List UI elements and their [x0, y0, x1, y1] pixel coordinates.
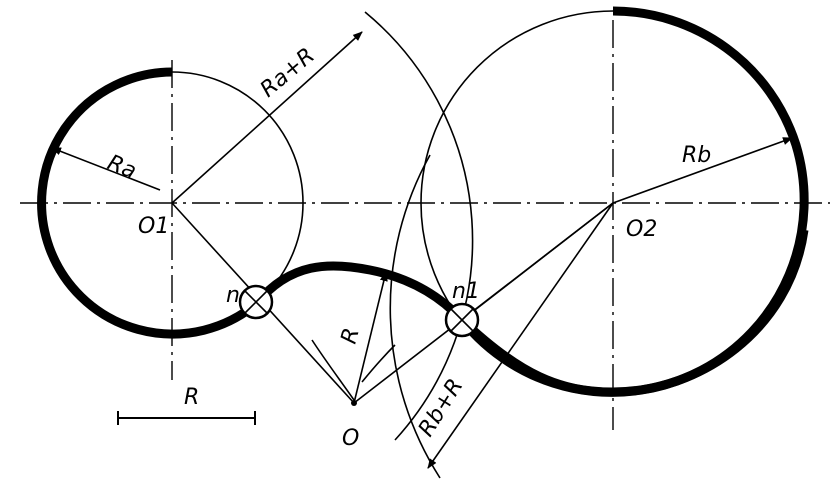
thick-arc-o1 — [37, 67, 259, 339]
thick-connecting-arc — [252, 261, 466, 324]
arc-tick-near-o — [311, 339, 355, 401]
tangent-point-n1-cross-2 — [450, 308, 474, 332]
line-o2-to-n1 — [461, 202, 614, 321]
label-ra-plus-r: Ra+R — [256, 43, 320, 102]
label-n: n — [226, 283, 240, 308]
thick-arc-o2-lower — [458, 229, 809, 397]
label-o1: O1 — [138, 214, 169, 239]
center-point-o — [351, 400, 357, 406]
label-r: R — [337, 325, 365, 346]
label-o2: O2 — [626, 217, 657, 242]
label-rb-plus-r: Rb+R — [414, 375, 469, 442]
label-n1: n1 — [452, 279, 480, 304]
arc-tick-near-o-2 — [361, 344, 396, 383]
arc-rb-plus-r — [389, 154, 441, 479]
arrow-ra — [51, 147, 161, 191]
label-o: O — [342, 426, 359, 451]
tangent-point-n-cross-2 — [244, 290, 268, 314]
arrow-ra-plus-r — [171, 31, 363, 204]
arrow-rb-plus-r — [427, 202, 614, 469]
arc-ra-plus-r — [364, 11, 474, 441]
label-rb: Rb — [682, 143, 711, 168]
label-scale-r: R — [184, 385, 199, 410]
arrow-r — [353, 271, 388, 404]
arrow-rb — [612, 137, 793, 204]
